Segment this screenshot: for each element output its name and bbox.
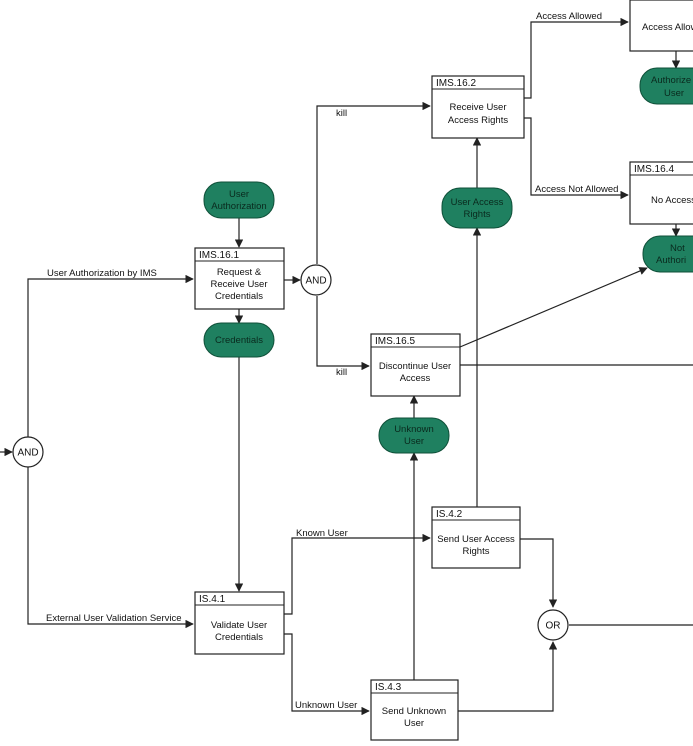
event-credentials-label: Credentials — [215, 335, 263, 346]
conn-and-mid-to-16-2 — [316, 101, 431, 264]
function-ims-16-1-line-2: Receive User — [210, 279, 267, 290]
conn-16-5-to-notauth — [459, 267, 648, 348]
label-xor-bottom: kill — [336, 367, 347, 378]
function-ims-16-2-line-2: Access Rights — [448, 115, 508, 126]
function-ims-16-1-line-1: Request & — [217, 267, 262, 278]
function-access-allow: Access Allow — [629, 0, 693, 52]
gate-or-bottom: OR — [537, 609, 569, 641]
event-user-access-rights-line-2: Rights — [464, 209, 491, 220]
event-not-authorized-line-1: Not — [670, 243, 685, 254]
gate-and-mid-label: AND — [305, 276, 326, 287]
function-ims-16-5-id: IMS.16.5 — [375, 336, 415, 347]
label-access-allowed: Access Allowed — [536, 11, 602, 22]
gate-and-left: AND — [12, 436, 44, 468]
gate-or-bottom-label: OR — [546, 621, 561, 632]
function-ims-16-1-line-3: Credentials — [215, 291, 263, 302]
label-known-user: Known User — [296, 528, 348, 539]
event-unknown-user-line-1: Unknown — [394, 424, 434, 435]
event-credentials: Credentials — [203, 322, 275, 358]
conn-and-mid-to-16-5 — [316, 296, 370, 371]
label-user-auth-ims: User Authorization by IMS — [47, 268, 157, 279]
label-xor-top: kill — [336, 108, 347, 119]
label-access-not-allowed: Access Not Allowed — [535, 184, 618, 195]
gate-and-mid: AND — [300, 264, 332, 296]
event-user-authorization-line-2: Authorization — [211, 201, 266, 212]
conn-and-to-16-1 — [27, 274, 194, 437]
conn-16-2-access-not-allowed — [524, 117, 629, 200]
function-is-4-3-line-2: User — [404, 718, 424, 729]
function-is-4-1-id: IS.4.1 — [199, 594, 226, 605]
conn-4-3-to-or — [458, 641, 558, 712]
function-is-4-1-line-1: Validate User — [211, 620, 267, 631]
conn-and-to-4-1 — [27, 467, 194, 629]
function-ims-16-5-line-2: Access — [400, 373, 431, 384]
function-ims-16-4-label: No Access — [651, 195, 693, 206]
event-authorized-user-line-2: User — [664, 88, 684, 99]
function-is-4-3-line-1: Send Unknown — [382, 706, 446, 717]
function-ims-16-4: IMS.16.4 No Access — [629, 161, 693, 225]
function-ims-16-4-id: IMS.16.4 — [634, 164, 674, 175]
event-unknown-user-line-2: User — [404, 436, 424, 447]
event-not-authorized-line-2: Authori — [656, 255, 686, 266]
edge-labels: User Authorization by IMS External User … — [46, 11, 618, 711]
conn-4-2-to-or — [520, 538, 558, 608]
conn-16-2-access-allowed — [524, 17, 629, 99]
event-user-authorization-line-1: User — [229, 189, 249, 200]
function-is-4-3-id: IS.4.3 — [375, 682, 402, 693]
gate-and-left-label: AND — [17, 448, 38, 459]
label-unknown-user: Unknown User — [295, 700, 357, 711]
function-ims-16-2-id: IMS.16.2 — [436, 78, 476, 89]
connectors — [0, 17, 693, 716]
conn-4-1-known — [284, 533, 431, 615]
event-authorized-user-line-1: Authorize — [651, 75, 691, 86]
function-is-4-2-id: IS.4.2 — [436, 509, 463, 520]
function-is-4-2-line-1: Send User Access — [437, 534, 515, 545]
function-ims-16-5-line-1: Discontinue User — [379, 361, 451, 372]
function-ims-16-2-line-1: Receive User — [449, 102, 506, 113]
conn-4-1-unknown — [284, 633, 370, 716]
label-external-validation: External User Validation Service — [46, 613, 182, 624]
function-ims-16-1-id: IMS.16.1 — [199, 250, 239, 261]
event-user-access-rights-line-1: User Access — [451, 197, 504, 208]
function-access-allow-label: Access Allow — [642, 22, 693, 33]
function-is-4-2-line-2: Rights — [463, 546, 490, 557]
function-is-4-1-line-2: Credentials — [215, 632, 263, 643]
